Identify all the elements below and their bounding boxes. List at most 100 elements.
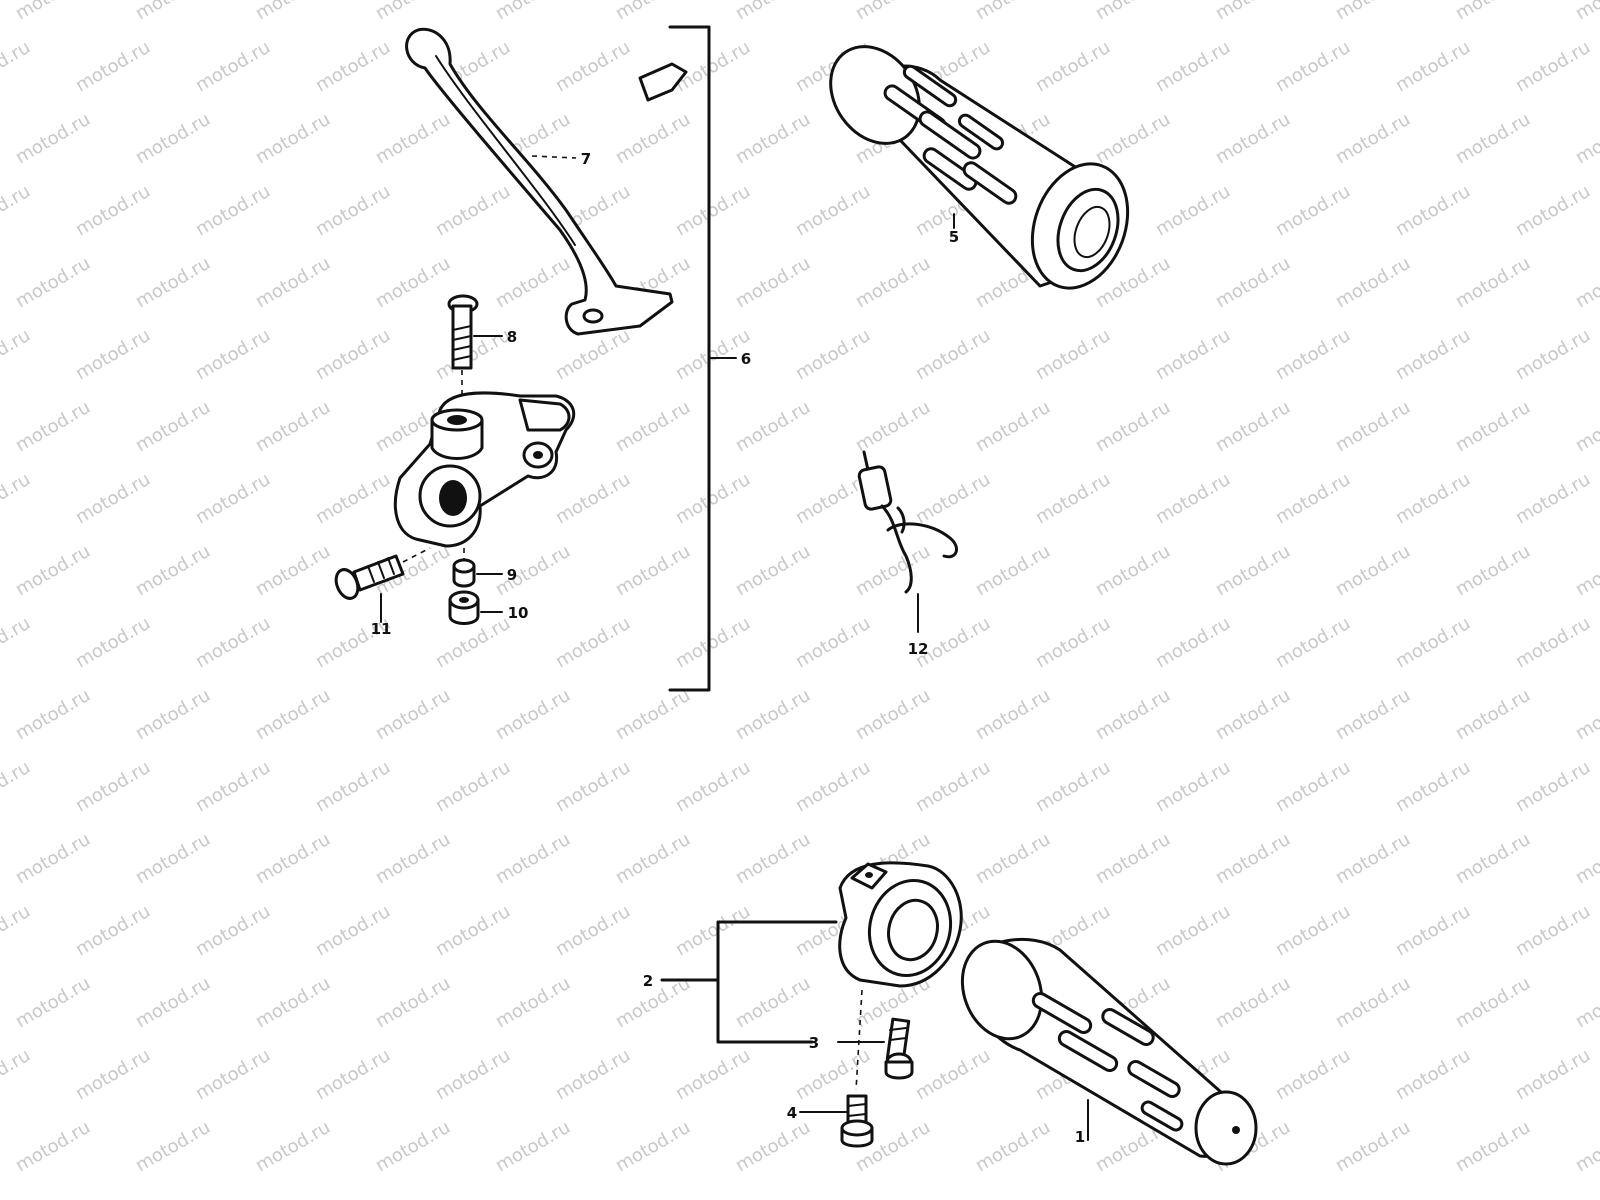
watermark-text: motod.ru — [1092, 0, 1174, 24]
watermark-text: motod.ru — [372, 109, 454, 168]
watermark-text: motod.ru — [972, 685, 1054, 744]
watermark-text: motod.ru — [192, 37, 274, 96]
watermark-text: motod.ru — [1272, 325, 1354, 384]
watermark-text: motod.ru — [252, 829, 334, 888]
nut-part-10 — [448, 590, 480, 625]
watermark-text: motod.ru — [972, 0, 1054, 24]
watermark-text: motod.ru — [852, 0, 934, 24]
watermark-text: motod.ru — [792, 613, 874, 672]
watermark-text: motod.ru — [372, 1117, 454, 1176]
watermark-text: motod.ru — [12, 973, 94, 1032]
watermark-text: motod.ru — [432, 1045, 514, 1104]
callout-6: 6 — [741, 350, 751, 368]
watermark-text: motod.ru — [1392, 37, 1474, 96]
watermark-text: motod.ru — [252, 397, 334, 456]
watermark-text: motod.ru — [1032, 757, 1114, 816]
watermark-text: motod.ru — [12, 109, 94, 168]
watermark-text: motod.ru — [612, 109, 694, 168]
watermark-text: motod.ru — [1272, 181, 1354, 240]
watermark-text: motod.ru — [312, 325, 394, 384]
watermark-text: motod.ru — [0, 757, 34, 816]
watermark-text: motod.ru — [0, 181, 34, 240]
watermark-text: motod.ru — [1512, 1045, 1594, 1104]
watermark-text: motod.ru — [1272, 469, 1354, 528]
watermark-text: motod.ru — [312, 37, 394, 96]
watermark-text: motod.ru — [252, 253, 334, 312]
callout-12: 12 — [908, 640, 929, 658]
watermark-text: motod.ru — [972, 541, 1054, 600]
watermark-text: motod.ru — [1092, 685, 1174, 744]
watermark-text: motod.ru — [852, 685, 934, 744]
watermark-text: motod.ru — [72, 757, 154, 816]
watermark-text: motod.ru — [672, 613, 754, 672]
watermark-text: motod.ru — [1272, 37, 1354, 96]
callout-3: 3 — [809, 1034, 819, 1052]
watermark-text: motod.ru — [1572, 685, 1600, 744]
watermark-text: motod.ru — [492, 1117, 574, 1176]
watermark-text: motod.ru — [732, 253, 814, 312]
watermark-text: motod.ru — [492, 829, 574, 888]
watermark-text: motod.ru — [1572, 541, 1600, 600]
watermark-text: motod.ru — [1152, 325, 1234, 384]
watermark-text: motod.ru — [1332, 973, 1414, 1032]
callout-10: 10 — [508, 604, 529, 622]
watermark-text: motod.ru — [612, 829, 694, 888]
watermark-text: motod.ru — [432, 325, 514, 384]
watermark-text: motod.ru — [552, 37, 634, 96]
watermark-text: motod.ru — [1512, 325, 1594, 384]
watermark-text: motod.ru — [1572, 0, 1600, 24]
watermark-text: motod.ru — [12, 397, 94, 456]
watermark-text: motod.ru — [1512, 469, 1594, 528]
watermark-text: motod.ru — [312, 1045, 394, 1104]
watermark-text: motod.ru — [852, 397, 934, 456]
watermark-text: motod.ru — [1152, 469, 1234, 528]
watermark-text: motod.ru — [372, 253, 454, 312]
watermark-text: motod.ru — [1032, 613, 1114, 672]
watermark-text: motod.ru — [1572, 1117, 1600, 1176]
watermark-text: motod.ru — [1332, 397, 1414, 456]
bolt-part-8 — [447, 294, 479, 370]
watermark-text: motod.ru — [72, 181, 154, 240]
watermark-text: motod.ru — [912, 325, 994, 384]
callout-5: 5 — [949, 228, 959, 246]
watermark-text: motod.ru — [1452, 1117, 1534, 1176]
watermark-text: motod.ru — [972, 1117, 1054, 1176]
watermark-text: motod.ru — [72, 37, 154, 96]
watermark-text: motod.ru — [1572, 109, 1600, 168]
screw-part-11 — [334, 554, 405, 600]
watermark-text: motod.ru — [1092, 109, 1174, 168]
watermark-text: motod.ru — [1332, 0, 1414, 24]
watermark-text: motod.ru — [612, 1117, 694, 1176]
watermark-text: motod.ru — [1392, 325, 1474, 384]
watermark-text: motod.ru — [1392, 181, 1474, 240]
watermark-text: motod.ru — [552, 757, 634, 816]
watermark-text: motod.ru — [612, 541, 694, 600]
watermark-text: motod.ru — [732, 0, 814, 24]
watermark-text: motod.ru — [192, 181, 274, 240]
watermark-text: motod.ru — [252, 0, 334, 24]
watermark-text: motod.ru — [672, 37, 754, 96]
watermark-text: motod.ru — [1572, 397, 1600, 456]
lever-holder — [393, 391, 576, 548]
watermark-text: motod.ru — [732, 109, 814, 168]
watermark-text: motod.ru — [132, 973, 214, 1032]
watermark-text: motod.ru — [1092, 829, 1174, 888]
front-arrow-icon — [638, 62, 688, 102]
screw-part-3 — [884, 1017, 914, 1080]
watermark-text: motod.ru — [192, 613, 274, 672]
watermark-text: motod.ru — [372, 973, 454, 1032]
watermark-text: motod.ru — [432, 757, 514, 816]
callout-1: 1 — [1075, 1128, 1085, 1146]
watermark-text: motod.ru — [1572, 829, 1600, 888]
watermark-text: motod.ru — [432, 181, 514, 240]
watermark-text: motod.ru — [132, 829, 214, 888]
watermark-text: motod.ru — [12, 541, 94, 600]
watermark-text: motod.ru — [12, 685, 94, 744]
watermark-text: motod.ru — [732, 829, 814, 888]
watermark-text: motod.ru — [1032, 469, 1114, 528]
watermark-text: motod.ru — [1212, 109, 1294, 168]
watermark-text: motod.ru — [0, 37, 34, 96]
watermark-text: motod.ru — [1212, 541, 1294, 600]
watermark-text: motod.ru — [792, 325, 874, 384]
watermark-text: motod.ru — [672, 1045, 754, 1104]
